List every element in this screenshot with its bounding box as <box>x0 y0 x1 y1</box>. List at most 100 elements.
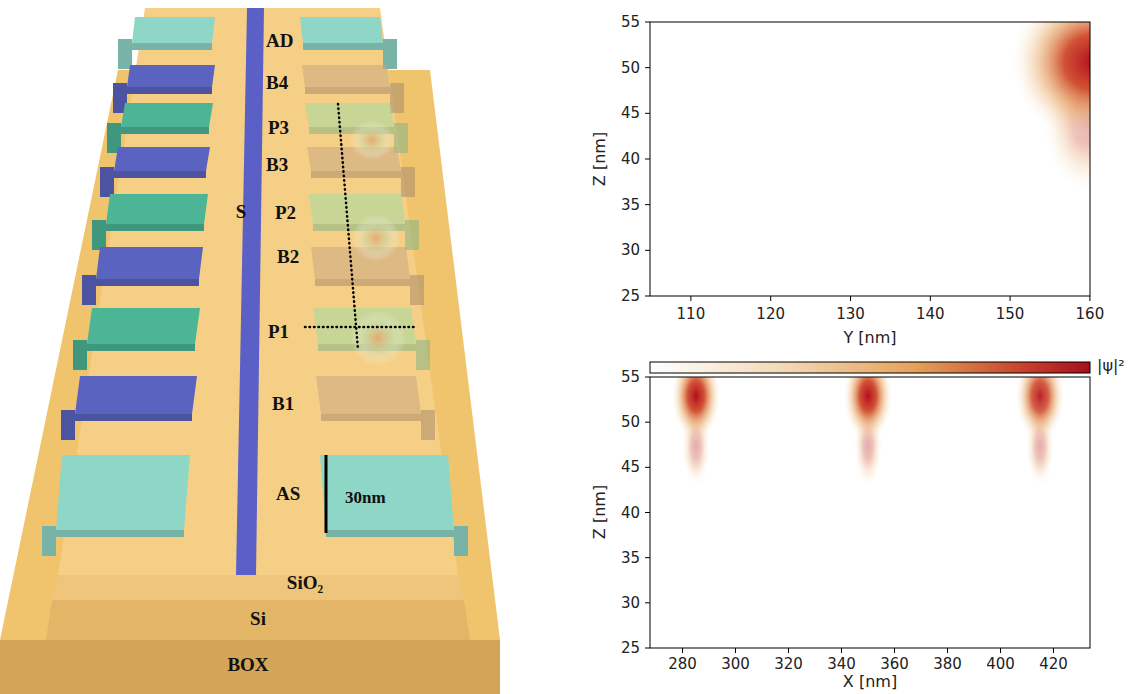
tick-mark <box>645 22 650 23</box>
density-blob <box>844 377 892 440</box>
gate-label: AS <box>276 484 300 503</box>
gate-top <box>56 455 190 530</box>
tick-label: 25 <box>621 289 640 304</box>
tick-label: 35 <box>621 550 640 565</box>
axis-label: Y [nm] <box>843 330 896 346</box>
tick-label: 130 <box>836 307 865 322</box>
gate-side <box>42 526 56 556</box>
tick-mark <box>1000 648 1001 653</box>
gate-front <box>87 344 195 351</box>
gate-label: B1 <box>272 394 294 413</box>
gate-side <box>454 526 468 556</box>
gate-top <box>121 103 213 127</box>
wavefunction-blob <box>350 120 394 160</box>
gate-top <box>320 455 454 530</box>
tick-label: 340 <box>827 657 856 672</box>
device-label: S <box>236 202 247 221</box>
gate-front <box>305 87 390 94</box>
tick-mark <box>894 648 895 653</box>
gate-front <box>75 414 192 421</box>
gate-side <box>383 39 397 69</box>
tick-label: 150 <box>996 307 1025 322</box>
gate-front <box>106 224 204 231</box>
tick-label: 45 <box>621 106 640 121</box>
gate-front <box>121 127 209 134</box>
s-strip <box>236 8 264 575</box>
tick-label: 50 <box>621 415 640 430</box>
gate-top <box>106 194 208 224</box>
tick-label: 300 <box>721 657 750 672</box>
gate-top <box>127 65 215 87</box>
gate-label: AD <box>266 31 293 50</box>
axis-label: X [nm] <box>843 674 897 690</box>
tick-mark <box>645 67 650 68</box>
gate-top <box>87 308 200 344</box>
tick-mark <box>682 648 683 653</box>
cut-line <box>338 104 358 350</box>
gate-front <box>56 530 184 537</box>
colorbar-label: |ψ|² <box>1097 358 1125 374</box>
tick-mark <box>850 296 851 301</box>
tick-label: 55 <box>621 15 640 30</box>
tick-mark <box>770 296 771 301</box>
tick-mark <box>645 422 650 423</box>
cut-line <box>305 326 415 329</box>
gate-label: B3 <box>266 155 288 174</box>
tick-mark <box>1053 648 1054 653</box>
tick-mark <box>645 113 650 114</box>
tick-mark <box>1089 296 1090 301</box>
tick-mark <box>690 296 691 301</box>
tick-mark <box>788 648 789 653</box>
gate-side <box>73 340 87 370</box>
axis-label: Z [nm] <box>592 132 608 186</box>
tick-label: 30 <box>621 243 640 258</box>
gate-label: P2 <box>275 203 296 222</box>
tick-mark <box>645 557 650 558</box>
gate-top <box>75 376 197 414</box>
axis-label: Z [nm] <box>592 485 608 539</box>
si-front-face <box>46 600 470 640</box>
tick-label: 25 <box>621 641 640 656</box>
gate-side <box>82 275 96 305</box>
gate-top <box>302 65 390 87</box>
wavefunction-blob <box>350 310 406 366</box>
tick-mark <box>947 648 948 653</box>
gate-side <box>405 220 419 250</box>
layer-label: BOX <box>227 655 268 674</box>
gate-side <box>92 220 106 250</box>
gate-label: B4 <box>266 73 288 92</box>
tick-mark <box>645 250 650 251</box>
gate-side <box>410 275 424 305</box>
tick-mark <box>645 467 650 468</box>
gate-top <box>132 17 215 43</box>
density-blob <box>672 377 720 440</box>
tick-label: 380 <box>933 657 962 672</box>
density-blob <box>1016 377 1064 440</box>
tick-label: 110 <box>677 307 706 322</box>
tick-label: 45 <box>621 460 640 475</box>
tick-mark <box>645 296 650 297</box>
tick-mark <box>645 159 650 160</box>
wavefunction-blob <box>352 214 400 262</box>
gate-label: P1 <box>268 322 289 341</box>
tick-label: 55 <box>621 370 640 385</box>
tick-label: 120 <box>756 307 785 322</box>
gate-front <box>132 43 212 50</box>
layer-label: Si <box>250 609 266 628</box>
axes-frame <box>650 377 1090 648</box>
tick-label: 320 <box>774 657 803 672</box>
gate-front <box>114 171 206 178</box>
tick-label: 160 <box>1076 307 1105 322</box>
gate-front <box>127 87 212 94</box>
gate-label: P3 <box>268 118 289 137</box>
dimension-line <box>325 455 328 533</box>
tick-mark <box>841 648 842 653</box>
gate-front <box>315 279 410 286</box>
gate-front <box>321 414 421 421</box>
tick-mark <box>735 648 736 653</box>
gate-side <box>390 83 404 113</box>
tick-label: 40 <box>621 505 640 520</box>
gate-side <box>416 340 430 370</box>
tick-label: 420 <box>1039 657 1068 672</box>
